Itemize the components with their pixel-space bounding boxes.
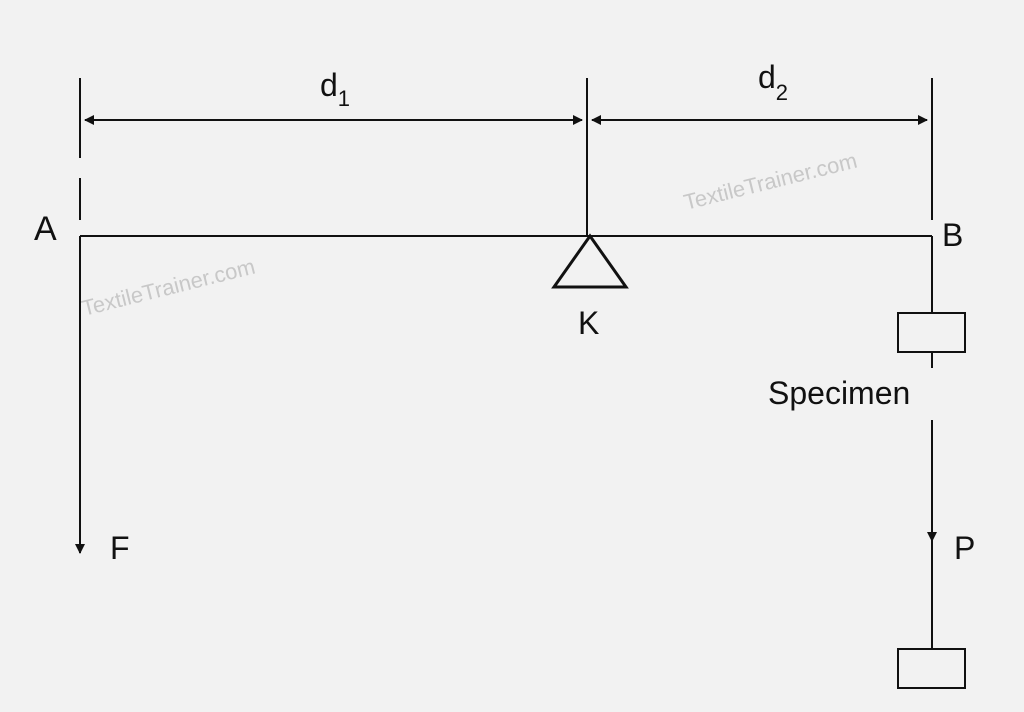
label-force-f: F	[110, 530, 130, 566]
label-point-a: A	[34, 210, 57, 248]
label-d2-main: d	[758, 59, 776, 95]
label-force-p: P	[954, 530, 975, 566]
label-d2: d2	[758, 59, 788, 105]
upper-clamp	[897, 312, 966, 353]
watermark-right: TextileTrainer.com	[681, 148, 859, 215]
label-pivot-k: K	[578, 305, 599, 341]
label-d1-main: d	[320, 67, 338, 103]
pivot-fulcrum-k	[551, 233, 629, 289]
label-d1: d1	[320, 67, 350, 111]
watermark-left: TextileTrainer.com	[79, 254, 257, 321]
label-point-b: B	[942, 217, 963, 253]
label-specimen: Specimen	[768, 375, 910, 411]
label-d1-sub: 1	[338, 86, 350, 111]
label-d2-sub: 2	[776, 80, 788, 105]
lower-weight	[897, 648, 966, 689]
